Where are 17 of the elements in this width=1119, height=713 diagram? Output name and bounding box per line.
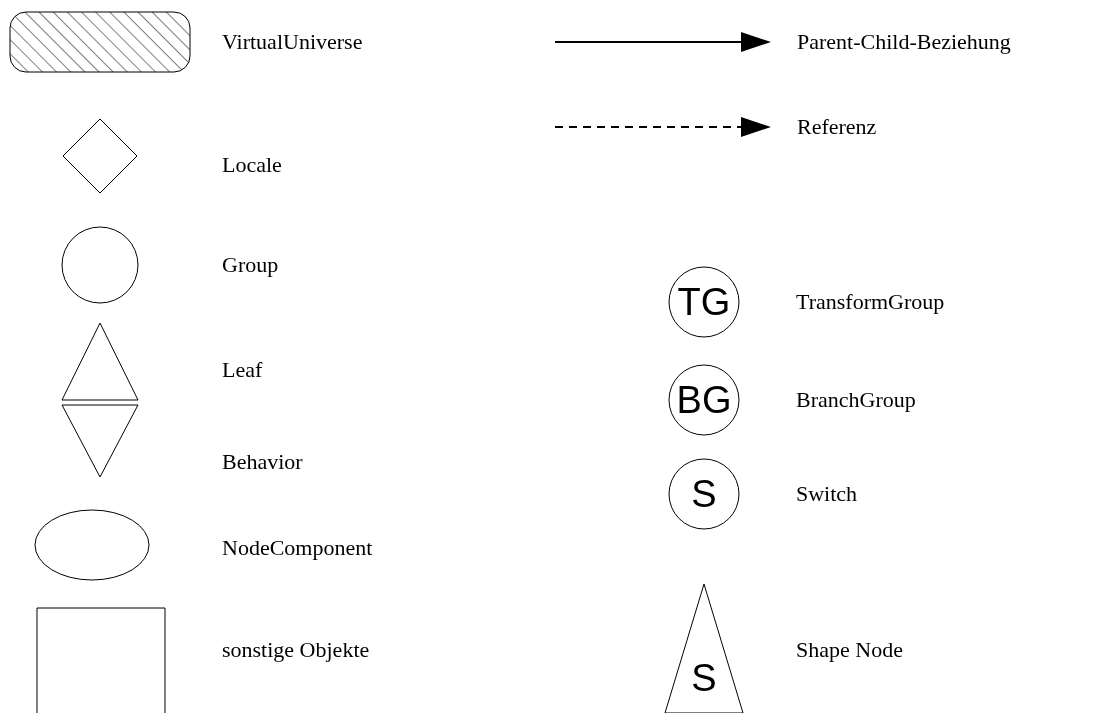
symbol-label: Behavior bbox=[222, 451, 303, 473]
symbol-letters: S bbox=[691, 475, 717, 513]
legend-label: Parent-Child-Beziehung bbox=[797, 31, 1011, 53]
symbol-label: Switch bbox=[796, 483, 858, 505]
symbol-label: Shape Node bbox=[796, 639, 903, 661]
symbol-letters: BG bbox=[676, 381, 732, 419]
symbol-label: sonstige Objekte bbox=[222, 639, 370, 661]
symbol-label: Locale bbox=[222, 154, 282, 176]
symbol-label: Leaf bbox=[222, 359, 263, 381]
symbol-label: VirtualUniverse bbox=[222, 31, 363, 53]
symbol-label: TransformGroup bbox=[796, 291, 945, 313]
symbol-label: NodeComponent bbox=[222, 537, 373, 559]
symbol-label: BranchGroup bbox=[796, 389, 916, 411]
legend-label: Referenz bbox=[797, 116, 877, 138]
symbol-letters: S bbox=[691, 658, 717, 697]
symbol-label: Group bbox=[222, 254, 279, 276]
symbol-letters: TG bbox=[677, 283, 731, 321]
